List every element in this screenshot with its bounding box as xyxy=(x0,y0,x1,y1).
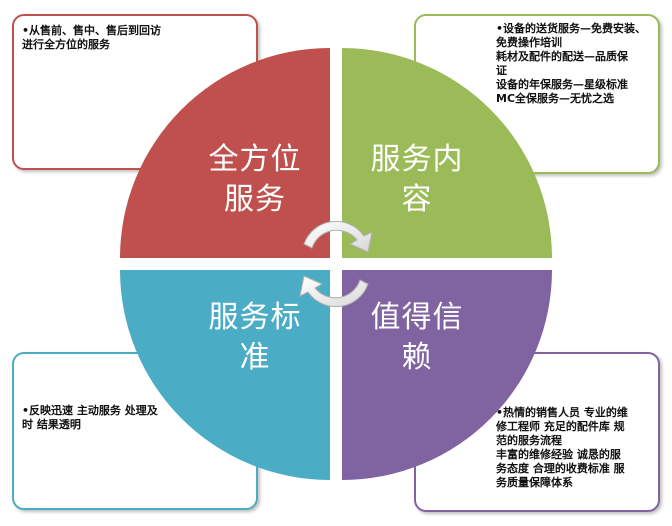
quadrant-bottom-right xyxy=(342,270,552,480)
description-line: 进行全方位的服务 xyxy=(22,38,110,51)
description-line: •热情的销售人员 专业的维 xyxy=(496,406,628,419)
description-line: 丰富的维修经验 诚恳的服 xyxy=(496,448,621,461)
description-line: •从售前、售中、售后到回访 xyxy=(22,24,162,37)
description-line: MC全保服务—无忧之选 xyxy=(496,92,615,105)
description-line: 免费操作培训 xyxy=(496,36,562,49)
description-line: 务质量保障体系 xyxy=(496,476,573,489)
description-text-bottom-left: •反映迅速 主动服务 处理及 时 结果透明 xyxy=(22,404,158,432)
description-text-bottom-right: •热情的销售人员 专业的维 修工程师 充足的配件库 规 范的服务流程 丰富的维修… xyxy=(496,406,628,490)
quadrant-title-bottom-right: 值得信 赖 xyxy=(370,300,464,375)
description-line: 证 xyxy=(496,64,507,77)
description-line: 修工程师 充足的配件库 规 xyxy=(496,420,625,433)
description-line: 范的服务流程 xyxy=(496,434,562,447)
description-line: 设备的年保服务—星级标准 xyxy=(496,78,628,91)
description-line: •设备的送货服务—免费安装、 xyxy=(496,22,647,35)
quadrant-top-right xyxy=(342,48,552,258)
quadrant-title-bottom-left: 服务标 准 xyxy=(208,300,302,375)
quadrant-title-top-right: 服务内 容 xyxy=(370,142,464,217)
quadrant-title-top-left: 全方位 服务 xyxy=(208,142,302,217)
description-text-top-left: •从售前、售中、售后到回访 进行全方位的服务 xyxy=(22,24,161,52)
description-text-top-right: •设备的送货服务—免费安装、 免费操作培训 耗材及配件的配送—品质保 证 设备的… xyxy=(496,22,646,106)
description-line: 务态度 合理的收费标准 服 xyxy=(496,462,625,475)
description-line: 时 结果透明 xyxy=(22,418,81,431)
quadrant-bottom-left xyxy=(120,270,330,480)
description-line: •反映迅速 主动服务 处理及 xyxy=(22,404,158,417)
description-line: 耗材及配件的配送—品质保 xyxy=(496,50,628,63)
quadrant-top-left xyxy=(120,48,330,258)
cycle-arrows-icon xyxy=(299,220,373,308)
